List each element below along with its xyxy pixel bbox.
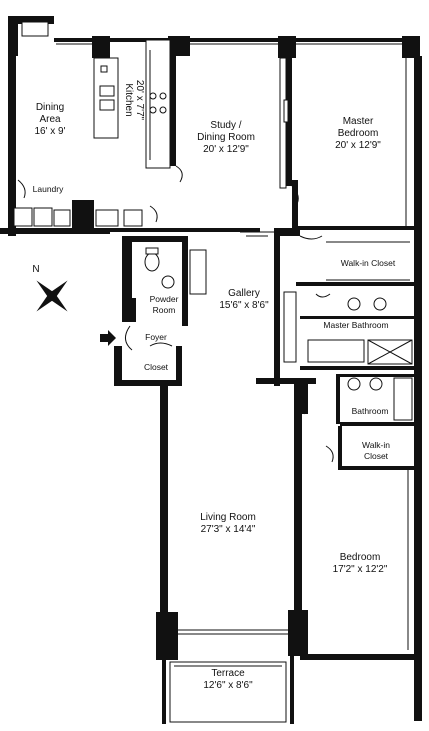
living-room-dims: 27'3" x 14'4": [201, 524, 256, 535]
fixtures: [13, 21, 413, 723]
walkin-closet-bed-name-2: Closet: [364, 451, 389, 461]
terrace-name: Terrace: [211, 668, 245, 679]
kitchen-dims: 20' x 7'7": [134, 80, 145, 121]
compass-rose: [36, 280, 68, 312]
powder-room-name-2: Room: [153, 305, 176, 315]
foyer-name: Foyer: [145, 332, 167, 342]
master-bedroom-name-2: Bedroom: [338, 128, 379, 139]
study-dims: 20' x 12'9": [203, 144, 249, 155]
gallery-name: Gallery: [228, 288, 260, 299]
gallery-dims: 15'6" x 8'6": [219, 300, 269, 311]
laundry-name: Laundry: [33, 184, 64, 194]
walkin-closet-master-name: Walk-in Closet: [341, 258, 396, 268]
walkin-closet-bed-name-1: Walk-in: [362, 440, 390, 450]
study-name-2: Dining Room: [197, 132, 255, 143]
living-room-name: Living Room: [200, 512, 256, 523]
dining-area-name-1: Dining: [36, 102, 64, 113]
powder-room-name-1: Powder: [150, 294, 179, 304]
bathroom-name: Bathroom: [352, 406, 389, 416]
dining-area-name-2: Area: [39, 114, 61, 125]
master-bedroom-name-1: Master: [343, 116, 374, 127]
foyer-closet-name: Closet: [144, 362, 169, 372]
entry-arrow: [100, 330, 116, 346]
bedroom-name: Bedroom: [340, 552, 381, 563]
bedroom-dims: 17'2" x 12'2": [333, 564, 388, 575]
dining-area-dims: 16' x 9': [34, 126, 65, 137]
terrace-dims: 12'6" x 8'6": [203, 680, 253, 691]
master-bedroom-dims: 20' x 12'9": [335, 140, 381, 151]
kitchen-name: Kitchen: [123, 83, 134, 116]
master-bathroom-name: Master Bathroom: [323, 320, 388, 330]
walls: [0, 16, 422, 724]
study-name-1: Study /: [210, 120, 241, 131]
compass-north-label: N: [32, 264, 39, 275]
